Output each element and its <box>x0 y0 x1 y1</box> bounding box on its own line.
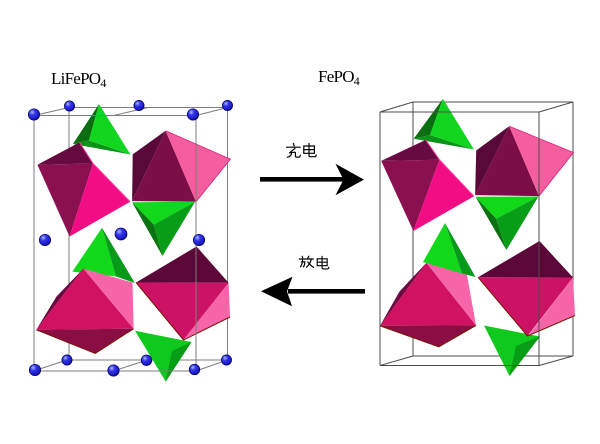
svg-text:LiFePO4: LiFePO4 <box>51 69 106 90</box>
svg-text:FePO4: FePO4 <box>318 67 360 88</box>
